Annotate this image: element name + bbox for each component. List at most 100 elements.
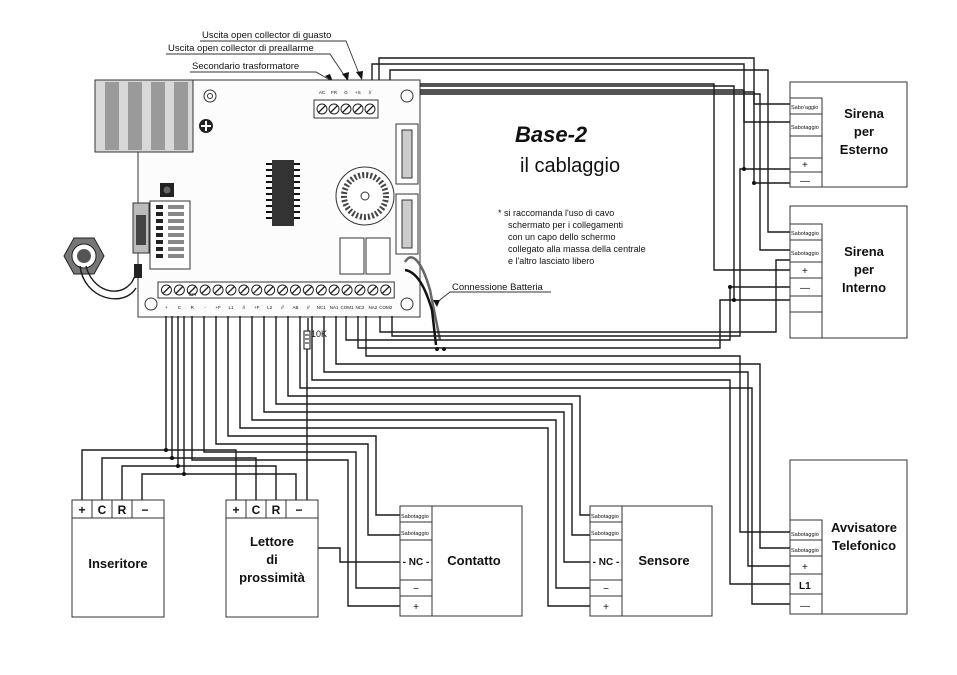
terminal-c: C <box>98 503 107 517</box>
name-line-3: Interno <box>842 280 886 295</box>
note-line-2: schermato per i collegamenti <box>508 220 623 230</box>
bottom-terminal-label: AB <box>292 305 298 310</box>
heatsink <box>94 79 194 153</box>
bottom-terminal-label: + <box>165 305 168 310</box>
plus-label: + <box>802 562 808 573</box>
callout-fault: Uscita open collector di guasto <box>200 30 363 80</box>
note-line-4: collegato alla massa della centrale <box>508 244 646 254</box>
bottom-terminal-label: // <box>307 305 310 310</box>
bottom-terminal-label: L2 <box>267 305 273 310</box>
sab1-label: Sabotaggio <box>791 231 819 237</box>
sab2-label: Sabotaggio <box>791 251 819 257</box>
sab1-label: Sabo'aggio <box>791 105 818 111</box>
terminal-minus: − <box>295 503 302 517</box>
sirena-esterno: Sabo'aggio Sabotaggio + — Sirena per Est… <box>789 81 908 188</box>
avvisatore-telefonico: Sabotaggio Sabotaggio + L1 — Avvisatore … <box>789 459 908 615</box>
minus-label: — <box>800 601 810 612</box>
nc-label: - NC - <box>593 557 620 568</box>
minus-label: − <box>413 584 419 595</box>
plus-label: + <box>413 602 419 613</box>
sab2-label: Sabotaggio <box>401 531 429 537</box>
tamper-key-icon <box>63 237 142 300</box>
callout-fault-text: Uscita open collector di guasto <box>202 30 331 41</box>
diagram-subtitle: il cablaggio <box>520 155 620 177</box>
sab2-label: Sabotaggio <box>791 125 819 131</box>
sirena-interno: Sabotaggio Sabotaggio + — Sirena per Int… <box>789 205 908 339</box>
device-name: Sensore <box>638 553 689 568</box>
diagram-title: Base-2 <box>515 122 588 147</box>
plus-label: + <box>802 160 808 171</box>
callout-prealarm-text: Uscita open collector di preallarme <box>168 43 314 54</box>
terminal-minus: − <box>141 503 148 517</box>
bottom-terminal-label: +F <box>254 305 260 310</box>
note-line-3: con un capo dello schermo <box>508 232 616 242</box>
bottom-terminal-label: R <box>191 305 195 310</box>
bottom-terminal-label: NC2 <box>355 305 364 310</box>
nc-label: - NC - <box>403 557 430 568</box>
screw-hole-icon <box>400 89 414 103</box>
note-line-5: e l'altro lasciato libero <box>508 256 594 266</box>
callout-transformer-text: Secondario trasformatore <box>192 61 299 72</box>
name-line-2: Telefonico <box>832 538 896 553</box>
sab1-label: Sabotaggio <box>791 532 819 538</box>
lettore-prossimita: + C R − Lettore di prossimità <box>225 499 319 618</box>
bottom-terminal-label: +F <box>215 305 221 310</box>
sab1-label: Sabotaggio <box>401 514 429 520</box>
top-terminal-block: AC FR G +S // <box>313 90 379 119</box>
battery-connection: Connessione Batteria <box>403 256 551 351</box>
device-name: Inseritore <box>88 556 147 571</box>
top-terminal-label: G <box>344 90 348 95</box>
device-name: Contatto <box>447 553 500 568</box>
terminal-plus: + <box>78 503 85 517</box>
microcontroller-chip-icon <box>266 160 300 226</box>
bottom-terminal-label: NC1 <box>317 305 326 310</box>
bottom-terminal-label: - <box>204 305 206 310</box>
battery-callout-text: Connessione Batteria <box>452 282 544 293</box>
bottom-terminal-label: L1 <box>228 305 234 310</box>
terminal-plus: + <box>232 503 239 517</box>
name-line-1: Lettore <box>250 534 294 549</box>
terminal-r: R <box>272 503 281 517</box>
terminal-r: R <box>118 503 127 517</box>
screw-hole-icon <box>400 297 414 311</box>
contatto: Sabotaggio Sabotaggio - NC - − + Contatt… <box>399 505 523 617</box>
sab2-label: Sabotaggio <box>791 548 819 554</box>
callout-transformer: Secondario trasformatore <box>190 61 333 82</box>
l1-label: L1 <box>799 581 811 592</box>
sp-label: SPI <box>189 292 196 297</box>
name-line-3: prossimità <box>239 570 306 585</box>
name-line-2: per <box>854 124 874 139</box>
screw-hole-icon <box>144 297 158 311</box>
screw-hole-icon <box>203 89 217 103</box>
note-line-1: * si raccomanda l'uso di cavo <box>498 208 614 218</box>
top-terminal-label: AC <box>319 90 326 95</box>
wiring <box>81 57 790 607</box>
top-terminal-label: // <box>369 90 372 95</box>
bottom-terminal-label: COM2 <box>379 305 392 310</box>
terminal-c: C <box>252 503 261 517</box>
shielding-note: * si raccomanda l'uso di cavo schermato … <box>498 208 646 266</box>
minus-label: − <box>603 584 609 595</box>
name-line-1: Sirena <box>844 106 885 121</box>
fuse-icon <box>395 123 419 255</box>
bottom-terminal-label: // <box>243 305 246 310</box>
top-terminal-label: +S <box>355 90 361 95</box>
bottom-terminal-label: C <box>178 305 182 310</box>
bottom-terminal-label: NA1 <box>330 305 339 310</box>
top-terminal-label: FR <box>331 90 338 95</box>
title-block: Base-2 il cablaggio <box>515 122 620 177</box>
name-line-3: Esterno <box>840 142 888 157</box>
name-line-1: Avvisatore <box>831 520 897 535</box>
dip-switch-block <box>132 200 191 270</box>
plus-label: + <box>603 602 609 613</box>
buzzer-icon <box>335 166 395 226</box>
bottom-terminal-label: NA2 <box>368 305 377 310</box>
name-line-2: per <box>854 262 874 277</box>
relay-icon-2 <box>365 237 391 275</box>
sab1-label: Sabotaggio <box>591 514 619 520</box>
bottom-terminal-label: COM1 <box>341 305 354 310</box>
sensore: Sabotaggio Sabotaggio - NC - − + Sensore <box>589 505 713 617</box>
